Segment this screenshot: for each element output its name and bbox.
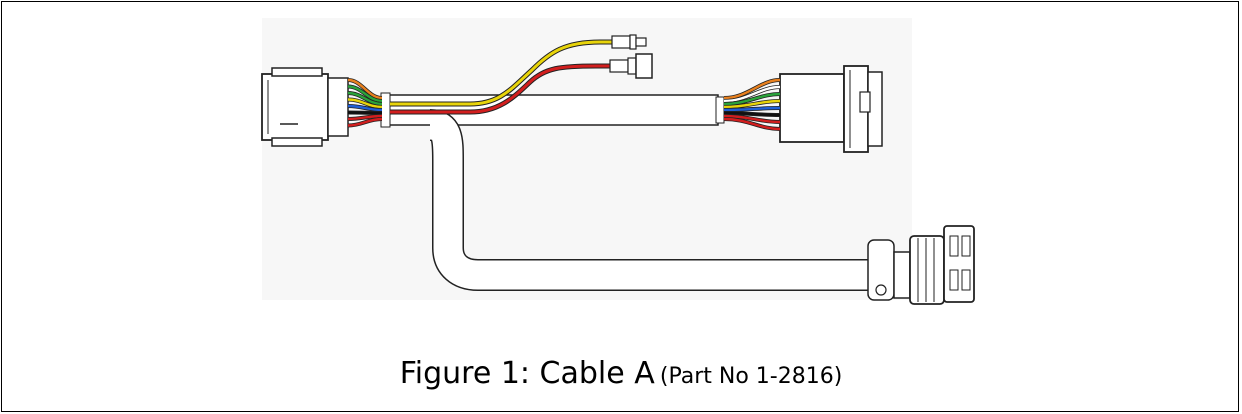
right-wire-bundle (723, 78, 781, 131)
left-connector (261, 67, 349, 147)
image-background (262, 18, 912, 300)
fuse-holder-lower (609, 53, 653, 79)
left-wire-orange (347, 78, 383, 100)
right-wire-white (723, 85, 781, 103)
left-wire-green (347, 91, 383, 106)
caption-part-number: (Part No 1-2816) (659, 364, 843, 389)
circular-connector (867, 225, 975, 305)
left-wire-yellow (347, 98, 383, 109)
left-wire-blue (347, 104, 383, 112)
right-connector (779, 65, 883, 153)
right-wire-red (723, 114, 781, 124)
right-wire-red (723, 117, 781, 131)
right-wire-green (723, 92, 781, 106)
right-wire-blue (723, 106, 781, 112)
left-wire-red (347, 114, 383, 121)
figure-caption: Figure 1: Cable A (Part No 1-2816) (0, 356, 1242, 391)
fuse-holder-upper (611, 34, 647, 50)
right-wire-orange (723, 78, 781, 100)
caption-title: Figure 1: Cable A (399, 356, 655, 391)
right-wire-yellow (723, 99, 781, 109)
fuse-branch-wires (390, 39, 612, 115)
left-wire-bundle (347, 78, 383, 128)
left-wire-red (347, 117, 383, 127)
right-wire-black (723, 111, 781, 117)
left-wire-black (347, 111, 383, 115)
left-wire-green (347, 85, 383, 103)
